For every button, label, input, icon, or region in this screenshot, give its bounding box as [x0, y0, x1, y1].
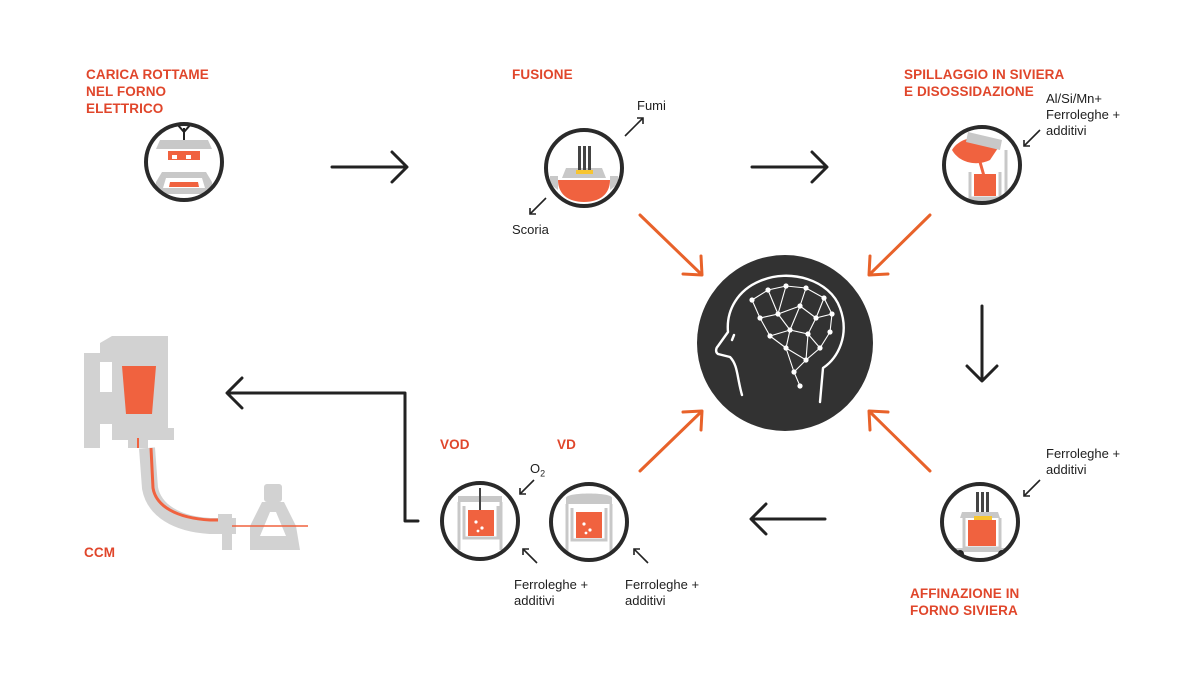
step-title-tapping: SPILLAGGIO IN SIVIERA E DISOSSIDAZIONE — [904, 67, 1065, 99]
data-arrow-melting-to-ai — [638, 213, 704, 277]
flow-arrow-melting-to-tapping — [750, 150, 829, 184]
vd-vessel-icon — [549, 482, 649, 564]
data-arrow-tapping-to-ai — [867, 213, 932, 277]
flow-arrow-charge-to-melting — [330, 150, 409, 184]
flow-arrow-refining-to-vacuum — [749, 502, 827, 536]
oxygen-subscript: 2 — [540, 468, 546, 479]
ladle-tapping-icon — [942, 125, 1041, 205]
refining-additions-label: Ferroleghe + additivi — [1046, 446, 1121, 477]
data-arrow-vacuum-to-ai — [638, 409, 704, 473]
vod-additions-label: Ferroleghe + additivi — [514, 577, 589, 608]
melting-furnace-icon — [529, 117, 644, 215]
step-title-vd: VD — [557, 437, 576, 452]
step-title-vod: VOD — [440, 437, 470, 452]
neural-nodes — [749, 283, 835, 389]
continuous-caster-icon — [84, 336, 308, 550]
fumes-label: Fumi — [637, 98, 666, 113]
oxygen-label: O2 — [530, 461, 545, 482]
flow-arrow-vacuum-to-ccm — [225, 376, 420, 523]
slag-label: Scoria — [512, 222, 549, 237]
flow-arrow-tapping-to-refining — [965, 304, 999, 383]
vd-additions-label: Ferroleghe + additivi — [625, 577, 700, 608]
oxygen-symbol: O — [530, 461, 541, 476]
scrap-charge-icon — [144, 122, 224, 202]
step-title-ccm: CCM — [84, 545, 116, 560]
step-title-scrap-charge: CARICA ROTTAME NEL FORNO ELETTRICO — [86, 67, 209, 116]
head-profile-icon — [714, 274, 845, 404]
ladle-furnace-icon — [940, 479, 1041, 562]
step-title-melting: FUSIONE — [512, 67, 573, 82]
step-title-refining: AFFINAZIONE IN FORNO SIVIERA — [910, 586, 1020, 618]
data-arrow-refining-to-ai — [867, 409, 932, 473]
ai-brain-hub — [697, 255, 873, 431]
vod-vessel-icon — [440, 479, 538, 564]
tapping-additions-label: Al/Si/Mn+ Ferroleghe + additivi — [1046, 91, 1121, 138]
